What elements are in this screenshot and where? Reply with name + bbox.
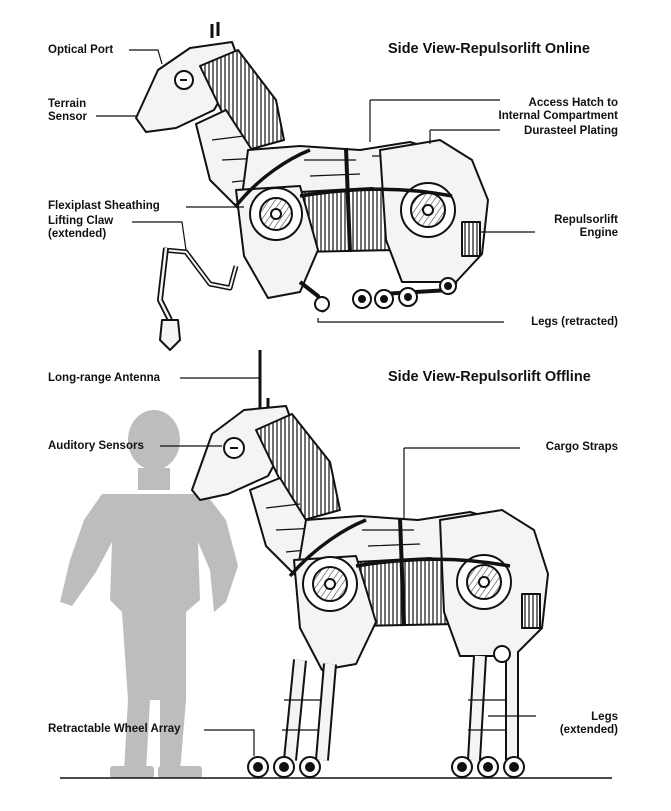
label-optical-port: Optical Port — [48, 44, 114, 56]
walker-offline — [191, 350, 549, 778]
label-repulsorlift-engine: Repulsorlift Engine — [554, 214, 618, 239]
leader-lines-online — [96, 49, 535, 323]
label-flexiplast-sheathing: Flexiplast Sheathing — [48, 200, 160, 212]
label-long-range-antenna: Long-range Antenna — [48, 372, 161, 384]
wheel-icon — [352, 277, 457, 309]
label-durasteel-plating: Durasteel Plating — [524, 125, 618, 137]
label-access-hatch: Access Hatch to Internal Compartment — [498, 97, 619, 122]
label-legs-extended: Legs (extended) — [559, 711, 618, 736]
label-lifting-claw: Lifting Claw (extended) — [48, 215, 114, 240]
label-retractable-wheel-array: Retractable Wheel Array — [48, 723, 181, 735]
label-terrain-sensor: Terrain Sensor — [48, 98, 87, 123]
online-title: Side View-Repulsorlift Online — [388, 41, 590, 57]
label-cargo-straps: Cargo Straps — [545, 441, 618, 453]
label-legs-retracted: Legs (retracted) — [531, 316, 618, 328]
droid-silhouette — [60, 410, 238, 778]
walker-online — [135, 22, 489, 351]
label-auditory-sensors: Auditory Sensors — [48, 440, 144, 452]
repulsor-disc-icon — [249, 187, 303, 241]
offline-title: Side View-Repulsorlift Offline — [388, 369, 591, 385]
leader-lines-offline — [160, 377, 536, 756]
